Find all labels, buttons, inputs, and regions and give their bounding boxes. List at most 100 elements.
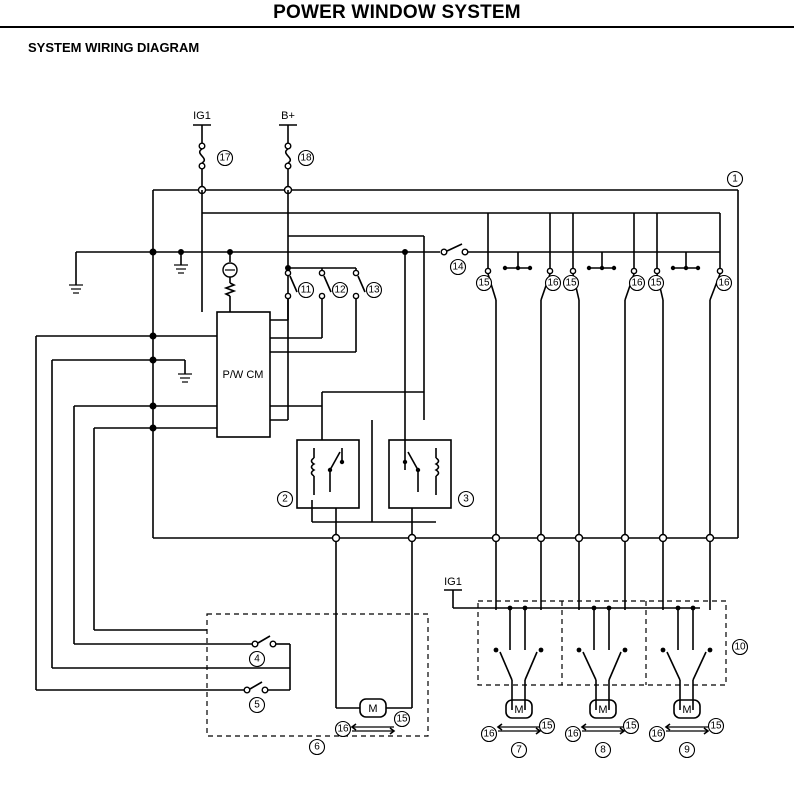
svg-text:16: 16 — [651, 729, 663, 740]
callout-1: 1 — [726, 170, 744, 188]
callout-15-a: 15 — [475, 274, 493, 292]
svg-text:8: 8 — [600, 745, 606, 756]
svg-text:15: 15 — [710, 721, 722, 732]
svg-text:18: 18 — [300, 153, 312, 164]
svg-text:10: 10 — [734, 642, 746, 653]
motor-9: M — [664, 699, 710, 735]
svg-text:3: 3 — [463, 494, 469, 505]
callout-15-b: 15 — [562, 274, 580, 292]
callout-15-m8: 15 — [622, 717, 640, 735]
door-switch-4 — [74, 629, 291, 668]
pw-cm-label: P/W CM — [223, 369, 264, 381]
callout-14: 14 — [449, 258, 467, 276]
callout-18: 18 — [297, 149, 315, 167]
svg-text:17: 17 — [219, 153, 231, 164]
svg-text:16: 16 — [631, 278, 643, 289]
svg-text:15: 15 — [541, 721, 553, 732]
door-switch-module-6 — [206, 613, 429, 737]
motor-6: M — [350, 698, 396, 735]
bplus-label: B+ — [281, 110, 295, 122]
callout-10: 10 — [731, 638, 749, 656]
svg-text:15: 15 — [478, 278, 490, 289]
callout-2: 2 — [276, 490, 294, 508]
door-switch-module-10 — [477, 600, 727, 686]
callout-4: 4 — [248, 650, 266, 668]
callout-15-m9: 15 — [707, 717, 725, 735]
svg-text:5: 5 — [254, 700, 260, 711]
motor-6-label: M — [368, 703, 377, 715]
cm-left-wires — [153, 335, 217, 429]
callout-16-m9: 16 — [648, 725, 666, 743]
callout-16-b: 16 — [628, 274, 646, 292]
callout-17: 17 — [216, 149, 234, 167]
callout-16-m7: 16 — [480, 725, 498, 743]
svg-text:16: 16 — [547, 278, 559, 289]
ground-left — [69, 251, 440, 294]
motor-8-label: M — [598, 704, 607, 716]
svg-text:13: 13 — [368, 285, 380, 296]
callout-16-a: 16 — [544, 274, 562, 292]
switch-14 — [404, 243, 720, 470]
motor-8: M — [580, 699, 626, 735]
callout-16-c: 16 — [715, 274, 733, 292]
svg-text:15: 15 — [650, 278, 662, 289]
switches-11-12-13 — [270, 265, 366, 353]
svg-text:16: 16 — [567, 729, 579, 740]
master-switch-bank-3 — [653, 252, 724, 301]
callout-16-m6: 16 — [334, 720, 352, 738]
motor-9-label: M — [682, 704, 691, 716]
callout-7: 7 — [510, 741, 528, 759]
svg-text:7: 7 — [516, 745, 522, 756]
callout-15-c: 15 — [647, 274, 665, 292]
callout-13: 13 — [365, 281, 383, 299]
fuse-18 — [284, 125, 292, 190]
callout-8: 8 — [594, 741, 612, 759]
section-title: SYSTEM WIRING DIAGRAM — [28, 40, 200, 55]
callout-3: 3 — [457, 490, 475, 508]
callout-15-m7: 15 — [538, 717, 556, 735]
svg-text:16: 16 — [718, 278, 730, 289]
master-switch-bank-2 — [569, 252, 638, 301]
svg-text:15: 15 — [625, 721, 637, 732]
callout-15-m6: 15 — [393, 710, 411, 728]
svg-text:16: 16 — [337, 724, 349, 735]
callout-5: 5 — [248, 696, 266, 714]
ig1-secondary-label: IG1 — [444, 576, 462, 588]
switch-leads — [35, 335, 153, 690]
relay-3 — [371, 420, 452, 538]
svg-text:2: 2 — [282, 494, 288, 505]
ig1-secondary-feed — [444, 589, 700, 609]
svg-text:15: 15 — [565, 278, 577, 289]
svg-text:15: 15 — [396, 714, 408, 725]
indicator-lamp — [222, 252, 238, 312]
callout-11: 11 — [297, 281, 315, 299]
door-switch-group-9 — [660, 605, 713, 710]
door-motor-bus — [495, 300, 711, 610]
door-switch-group-7 — [493, 605, 544, 710]
title-rule — [0, 26, 794, 28]
master-switch-bank-1 — [484, 252, 554, 301]
door-switch-5 — [36, 667, 291, 694]
svg-text:11: 11 — [301, 285, 312, 296]
callout-9: 9 — [678, 741, 696, 759]
callout-12: 12 — [331, 281, 349, 299]
ig1-switch-feed — [201, 190, 721, 312]
junction-ground-left — [149, 248, 157, 256]
door-switch-group-8 — [576, 605, 628, 710]
svg-text:4: 4 — [254, 654, 260, 665]
motor-7-label: M — [514, 704, 523, 716]
svg-text:12: 12 — [334, 285, 346, 296]
svg-text:9: 9 — [684, 745, 690, 756]
callout-16-m8: 16 — [564, 725, 582, 743]
svg-text:1: 1 — [732, 174, 738, 185]
motor-6-wiring — [335, 538, 413, 709]
main-bus — [152, 189, 739, 539]
motor-7: M — [496, 699, 542, 735]
svg-text:6: 6 — [314, 742, 320, 753]
pw-control-module — [216, 311, 271, 438]
svg-text:16: 16 — [483, 729, 495, 740]
callout-6: 6 — [308, 738, 326, 756]
page-title: POWER WINDOW SYSTEM — [273, 2, 521, 23]
relay-2 — [296, 439, 372, 538]
